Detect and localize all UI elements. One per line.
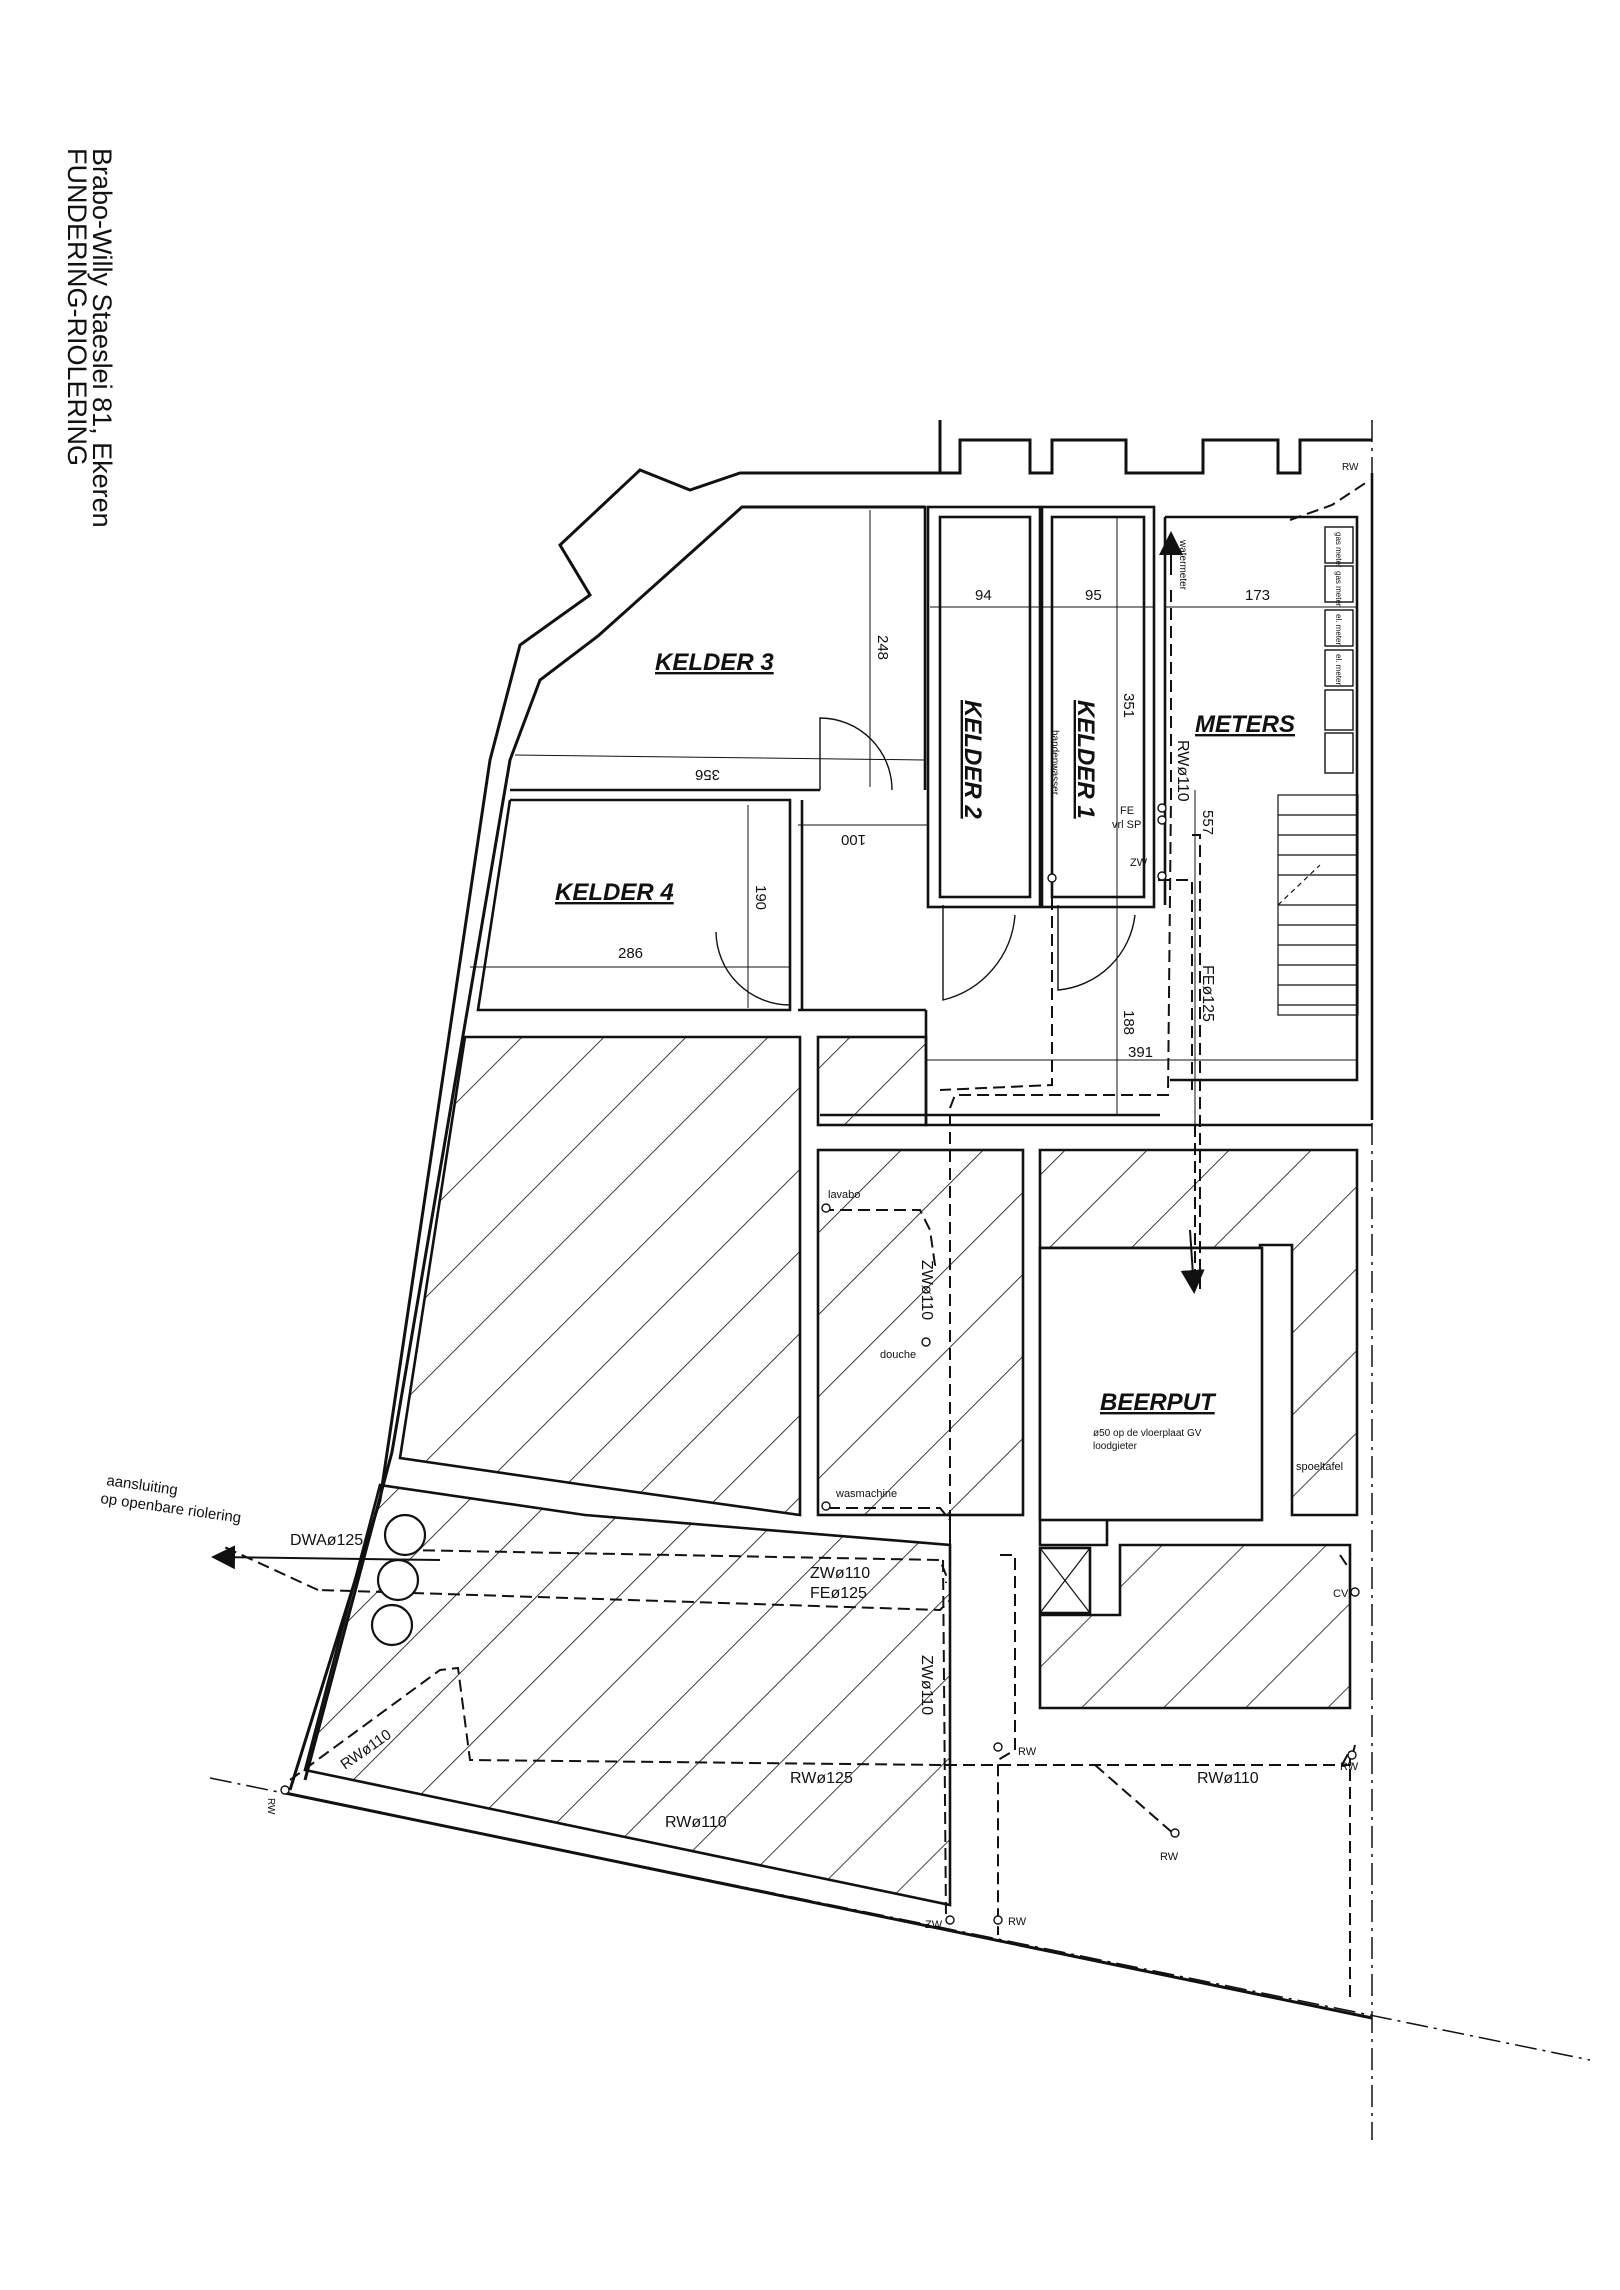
elmeter-label-1: el. meter	[1334, 614, 1343, 645]
watermeter-label: watermeter	[1177, 539, 1188, 591]
pipe-rw110-vertical: RWø110	[1174, 740, 1191, 802]
meters-label: METERS	[1195, 711, 1295, 738]
kelder1-label: KELDER 1	[1072, 700, 1099, 819]
pipe-rw110-right: RWø110	[1197, 1770, 1259, 1787]
dim-190: 190	[752, 885, 769, 910]
pipe-rw125: RWø125	[790, 1770, 853, 1787]
pipe-rw-top: RW	[1342, 462, 1359, 473]
dim-94: 94	[975, 587, 992, 604]
dim-356: 356	[695, 766, 720, 783]
beerput-label: BEERPUT	[1100, 1389, 1217, 1416]
dim-248: 248	[874, 635, 891, 660]
pipe-rw-mid-3: RW	[1160, 1851, 1179, 1863]
beerput-note-2: loodgieter	[1093, 1441, 1138, 1452]
pipe-fe125-horizontal: FEø125	[810, 1585, 867, 1602]
pipe-zw110-upper: ZWø110	[918, 1260, 935, 1320]
inspection-chambers	[370, 1513, 427, 1647]
gasmeter-label-1: gas meter	[1334, 532, 1343, 568]
drain-pipes	[219, 479, 1371, 2000]
dimension-lines	[470, 510, 1357, 1125]
gasmeter-label-2: gas meter	[1334, 571, 1343, 607]
dim-95: 95	[1085, 587, 1102, 604]
spoeltafel-label: spoeltafel	[1296, 1461, 1343, 1473]
dim-100: 100	[841, 831, 866, 848]
dim-557: 557	[1199, 810, 1216, 835]
inner-walls	[476, 473, 1374, 1127]
pipe-rw-mid-2: RW	[1340, 1761, 1359, 1773]
doors	[715, 717, 1136, 1006]
elmeter-label-2: el. meter	[1334, 654, 1343, 685]
beerput-note-1: ø50 op de vloerplaat GV	[1093, 1428, 1202, 1439]
fixture-points	[280, 803, 1360, 1925]
pipe-rw110-bottom: RWø110	[665, 1814, 727, 1831]
vrl-sp-label: vrl SP	[1112, 819, 1141, 831]
pipe-zw110-horizontal: ZWø110	[810, 1565, 870, 1582]
kelder4-label: KELDER 4	[555, 879, 674, 906]
dim-286: 286	[618, 945, 643, 962]
lavabo-label: lavabo	[828, 1189, 860, 1201]
kelder2-label: KELDER 2	[959, 700, 986, 819]
dim-173: 173	[1245, 587, 1270, 604]
pipe-rw-bottom-1: RW	[1008, 1916, 1027, 1928]
wasmachine-label: wasmachine	[835, 1488, 897, 1500]
zw-meters-label: ZW	[1130, 857, 1148, 869]
meter-boxes	[1324, 526, 1354, 774]
cv-label: CV	[1333, 1588, 1349, 1600]
handenwasser-label: handenwasser	[1049, 730, 1060, 796]
pipe-rw-mid-1: RW	[1018, 1746, 1037, 1758]
hatched-zones	[303, 1035, 1359, 1907]
dim-188: 188	[1120, 1010, 1137, 1035]
douche-label: douche	[880, 1349, 916, 1361]
fe-label: FE	[1120, 805, 1134, 817]
beerput-box	[1038, 1246, 1264, 1615]
stairs	[1277, 794, 1359, 1016]
pipe-zw-bottom: ZW	[925, 1919, 943, 1931]
dim-391: 391	[1128, 1044, 1153, 1061]
pipe-dwa125: DWAø125	[290, 1532, 363, 1549]
pipe-rw-left: RW	[265, 1798, 276, 1815]
kelder3-label: KELDER 3	[655, 649, 774, 676]
pipe-fe125-vertical: FEø125	[1199, 965, 1216, 1022]
pipe-zw110-lower: ZWø110	[918, 1655, 935, 1715]
dim-351: 351	[1120, 693, 1137, 718]
